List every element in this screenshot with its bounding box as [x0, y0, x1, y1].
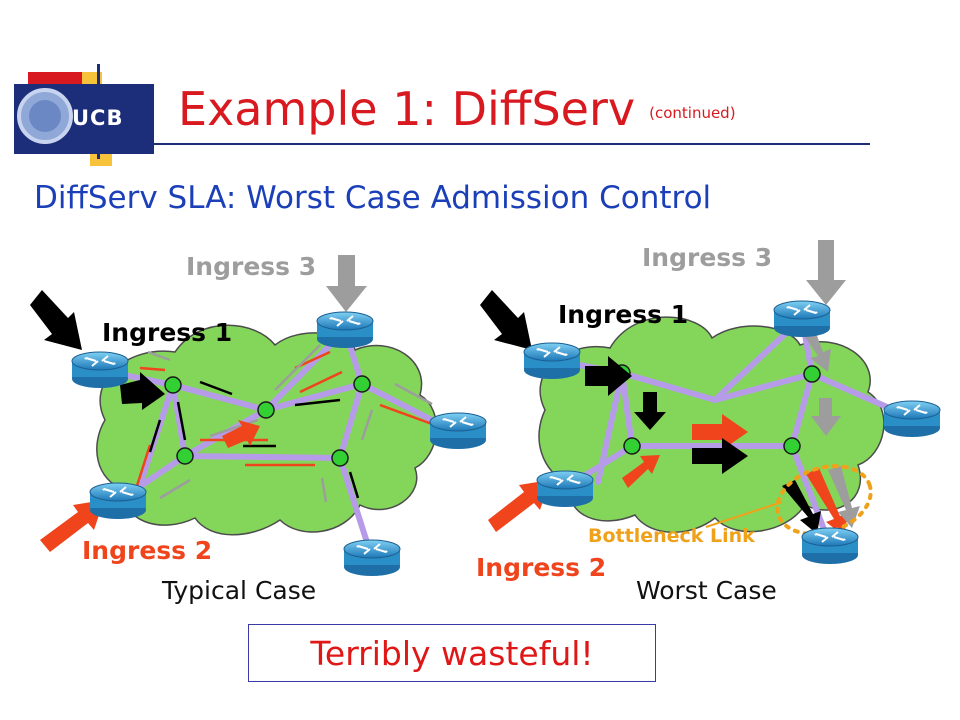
worst-ingress1-label: Ingress 1	[558, 300, 689, 329]
bottleneck-link-label: Bottleneck Link	[588, 525, 755, 547]
callout-box: Terribly wasteful!	[248, 624, 656, 682]
callout-text: Terribly wasteful!	[310, 633, 594, 673]
typical-diagram	[30, 255, 487, 577]
worst-diagram	[480, 240, 941, 565]
typical-case-caption: Typical Case	[162, 576, 317, 605]
typical-ingress2-label: Ingress 2	[82, 536, 213, 565]
typical-ingress3-label: Ingress 3	[186, 252, 317, 281]
typical-ingress1-label: Ingress 1	[102, 318, 233, 347]
worst-case-caption: Worst Case	[636, 576, 777, 605]
worst-ingress2-label: Ingress 2	[476, 553, 607, 582]
worst-ingress3-label: Ingress 3	[642, 243, 773, 272]
cloud-typical	[96, 324, 438, 536]
slide-subtitle: DiffServ SLA: Worst Case Admission Contr…	[34, 180, 712, 216]
ucb-logo	[14, 64, 870, 166]
slide-title-suffix: (continued)	[649, 103, 736, 122]
slide-title-text: Example 1: DiffServ	[178, 82, 636, 136]
slide-title: Example 1: DiffServ (continued)	[178, 82, 736, 136]
ucb-logo-text: UCB	[72, 106, 124, 130]
